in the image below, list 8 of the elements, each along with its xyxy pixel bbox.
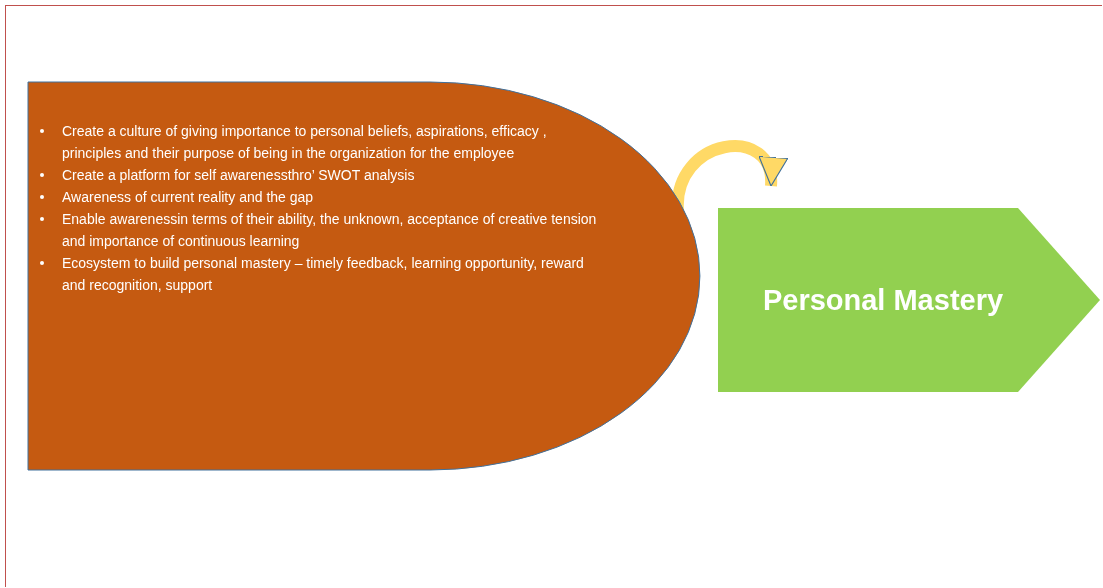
bullet-text: Enable awarenessin terms of their ability, the unknown, acceptance of creative tension and importance of continuous learning bbox=[62, 208, 602, 252]
bullet-text: Create a culture of giving importance to personal beliefs, aspirations, efficacy , principles and their purpose of being in the organization for the employee bbox=[62, 120, 602, 164]
bullet-text: Awareness of current reality and the gap bbox=[62, 186, 602, 208]
bullet-text: Ecosystem to build personal mastery – timely feedback, learning opportunity, reward and recognition, support bbox=[62, 252, 602, 296]
rounded-content-shape bbox=[28, 82, 700, 470]
pentagon-arrow-shape bbox=[718, 208, 1100, 392]
bullet-text: Create a platform for self awarenessthro’ SWOT analysis bbox=[62, 164, 602, 186]
shape-title: Personal Mastery bbox=[761, 282, 1005, 318]
